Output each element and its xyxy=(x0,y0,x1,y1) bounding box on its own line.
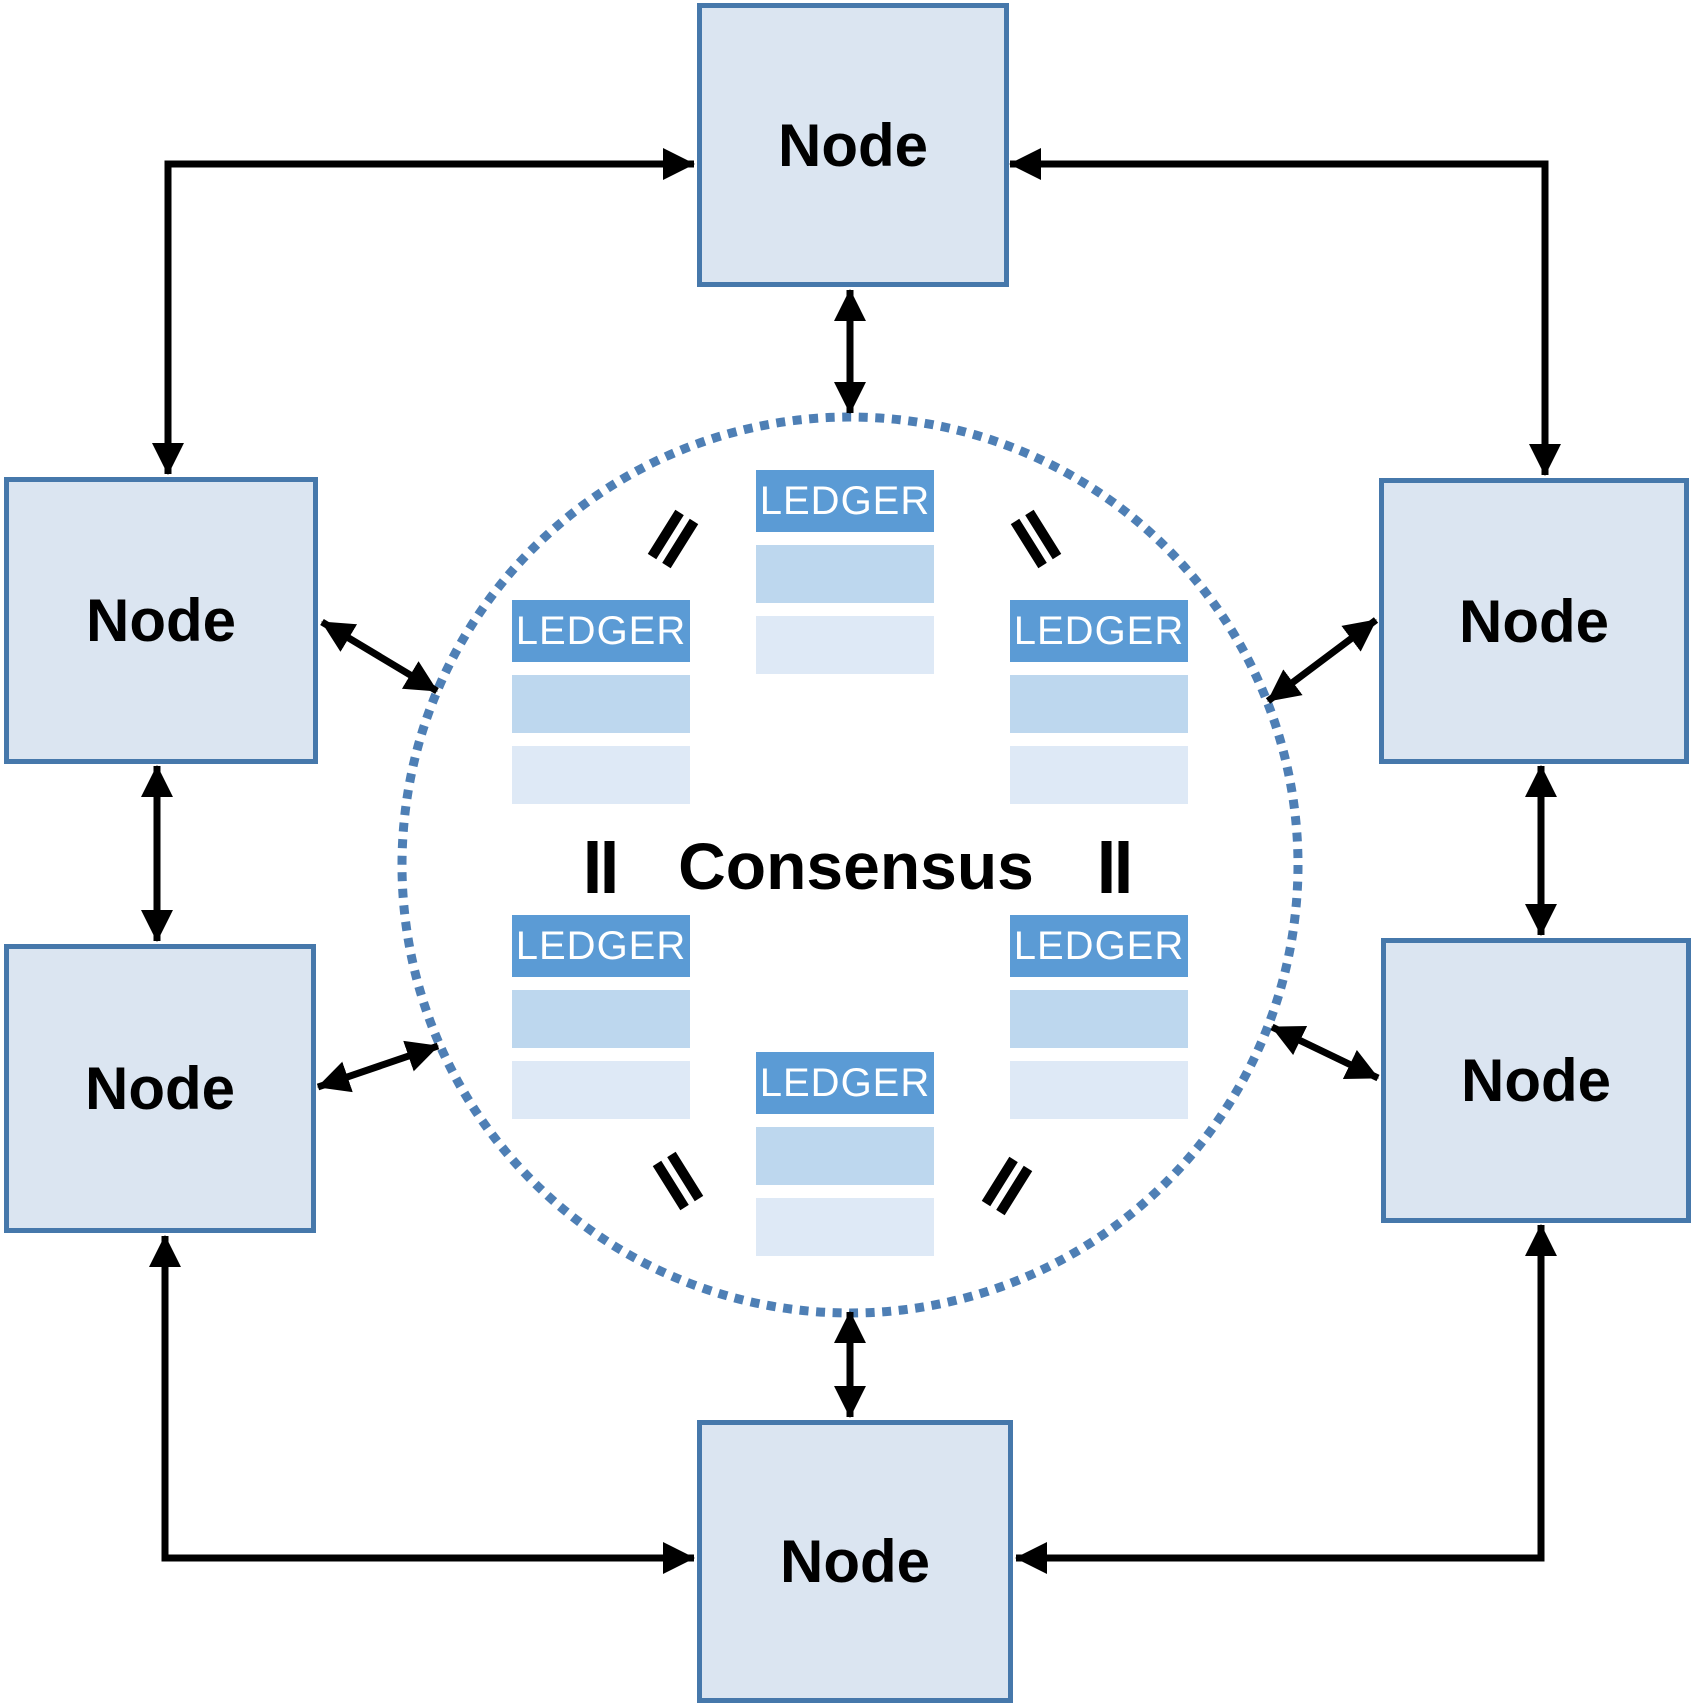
equals-icon xyxy=(647,509,699,569)
node-label: Node xyxy=(1461,1047,1611,1114)
ledger-upper-left: LEDGER xyxy=(512,600,690,804)
ledger-title: LEDGER xyxy=(515,923,687,968)
ledger-row-light xyxy=(512,1061,690,1119)
ledger-title: LEDGER xyxy=(759,1060,931,1105)
ledger-header: LEDGER xyxy=(756,1052,934,1114)
ledger-lower-right: LEDGER xyxy=(1010,915,1188,1119)
ledger-header: LEDGER xyxy=(1010,915,1188,977)
ledger-header: LEDGER xyxy=(1010,600,1188,662)
equals-icon xyxy=(652,1151,704,1211)
node-box-bottom: Node xyxy=(697,1420,1013,1703)
node-box-top: Node xyxy=(697,3,1009,287)
ledger-title: LEDGER xyxy=(1013,923,1185,968)
ledger-top: LEDGER xyxy=(756,470,934,674)
node-box-lower-left: Node xyxy=(4,944,316,1233)
ledger-row-medium xyxy=(756,545,934,603)
ledger-title: LEDGER xyxy=(759,478,931,523)
equals-icon xyxy=(1010,509,1062,569)
ledger-bottom: LEDGER xyxy=(756,1052,934,1256)
connector-upperright-node-circle xyxy=(1265,617,1379,704)
ledger-row-light xyxy=(756,616,934,674)
node-box-upper-left: Node xyxy=(4,477,318,764)
ledger-header: LEDGER xyxy=(756,470,934,532)
ledger-row-light xyxy=(756,1198,934,1256)
node-box-lower-right: Node xyxy=(1381,938,1691,1223)
equals-icon xyxy=(587,841,615,893)
connector-lowerleft-node-circle xyxy=(316,1040,440,1093)
consensus-label: Consensus xyxy=(678,829,1034,903)
connector-lowerleft-bottom xyxy=(148,1235,695,1575)
node-label: Node xyxy=(780,1528,930,1595)
equals-icon xyxy=(1101,841,1129,893)
ledger-title: LEDGER xyxy=(515,608,687,653)
node-label: Node xyxy=(778,111,928,179)
ledger-row-medium xyxy=(1010,675,1188,733)
equals-icon xyxy=(981,1156,1033,1216)
node-label: Node xyxy=(85,1055,235,1122)
node-label: Node xyxy=(1459,587,1609,655)
ledger-header: LEDGER xyxy=(512,600,690,662)
ledger-row-light xyxy=(1010,1061,1188,1119)
connector-upperright-top xyxy=(1009,147,1562,476)
node-box-upper-right: Node xyxy=(1379,478,1689,764)
ledger-upper-right: LEDGER xyxy=(1010,600,1188,804)
ledger-row-medium xyxy=(512,675,690,733)
ledger-row-medium xyxy=(1010,990,1188,1048)
connector-upperleft-top xyxy=(151,147,695,475)
ledger-row-light xyxy=(512,746,690,804)
ledger-lower-left: LEDGER xyxy=(512,915,690,1119)
ledger-title: LEDGER xyxy=(1013,608,1185,653)
ledger-row-medium xyxy=(512,990,690,1048)
connector-lowerright-node-circle xyxy=(1270,1023,1380,1082)
node-label: Node xyxy=(86,587,236,654)
connector-lowerright-bottom xyxy=(1015,1224,1558,1575)
ledger-row-light xyxy=(1010,746,1188,804)
ledger-header: LEDGER xyxy=(512,915,690,977)
connector-upperleft-node-circle xyxy=(320,618,439,695)
ledger-row-medium xyxy=(756,1127,934,1185)
